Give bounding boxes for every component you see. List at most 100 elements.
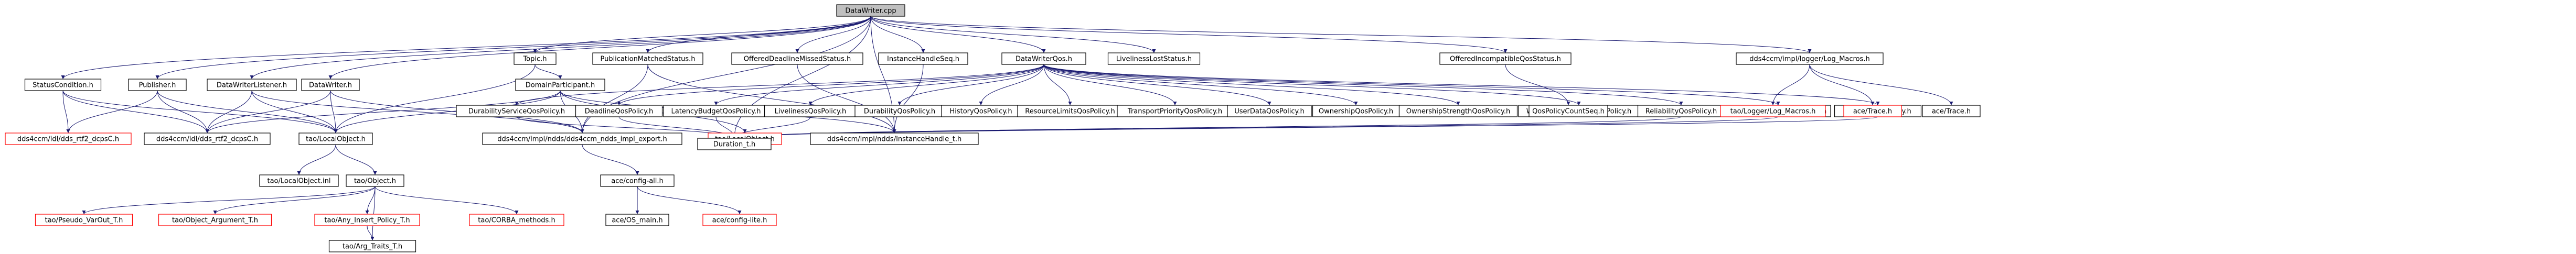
node-label: tao/Any_Insert_Policy_T.h [324, 217, 410, 225]
node-label: ace/config-all.h [611, 178, 664, 185]
node-QosPolicyCountSeq[interactable]: QosPolicyCountSeq.h [1529, 105, 1608, 117]
node-box [1398, 105, 1518, 117]
node-Deadline[interactable]: DeadlineQosPolicy.h [575, 105, 663, 117]
node-label: DeadlineQosPolicy.h [585, 108, 654, 116]
node-AceConfigLite[interactable]: ace/config-lite.h [702, 214, 777, 226]
edge-DataWriterQos-to-OwnershipStrength [1043, 64, 1460, 106]
node-box [1227, 105, 1312, 117]
edge-DataWriterQos-to-UserData [1043, 64, 1271, 106]
node-TransportPriority[interactable]: TransportPriorityQosPolicy.h [1117, 105, 1233, 117]
node-label: Topic.h [522, 56, 547, 63]
node-label: tao/LocalObject.inl [267, 178, 330, 185]
node-label: tao/Object_Argument_T.h [172, 217, 258, 225]
node-AnyInsert[interactable]: tao/Any_Insert_Policy_T.h [314, 214, 420, 226]
node-UserData[interactable]: UserDataQosPolicy.h [1227, 105, 1312, 117]
node-label: tao/Object.h [354, 178, 396, 185]
node-StatusCondition[interactable]: StatusCondition.h [24, 79, 102, 91]
edge-AceConfigAll-to-AceConfigLite [637, 186, 742, 215]
node-Durability[interactable]: DurabilityQosPolicy.h [854, 105, 945, 117]
node-TopicH[interactable]: Topic.h [514, 52, 557, 65]
node-DomainParticipant[interactable]: DomainParticipant.h [515, 79, 605, 91]
node-PubMatched[interactable]: PublicationMatchedStatus.h [592, 52, 703, 65]
node-ObjArgument[interactable]: tao/Object_Argument_T.h [158, 214, 272, 226]
node-AceConfigAll[interactable]: ace/config-all.h [600, 174, 675, 187]
node-label: OwnershipStrengthQosPolicy.h [1406, 108, 1510, 116]
node-DataWriterListener[interactable]: DataWriterListener.h [207, 79, 297, 91]
node-box [1529, 105, 1608, 117]
edge-ObjectH-to-ArgTraits [370, 186, 376, 241]
node-Ownership[interactable]: OwnershipQosPolicy.h [1312, 105, 1400, 117]
edge-DataWriterQos-to-Liveliness [808, 64, 1044, 106]
node-OwnershipStrength[interactable]: OwnershipStrengthQosPolicy.h [1398, 105, 1518, 117]
edge-root-to-OfferedDeadline [795, 16, 871, 53]
edge-PubMatched-to-ndds_export [580, 64, 648, 134]
node-box [515, 79, 605, 91]
node-label: LivelinessLostStatus.h [1116, 56, 1192, 63]
node-ObjectH[interactable]: tao/Object.h [346, 174, 404, 187]
node-PseudoVarOut[interactable]: tao/Pseudo_VarOut_T.h [35, 214, 133, 226]
node-box [731, 52, 863, 65]
node-label: tao/Pseudo_VarOut_T.h [45, 217, 123, 225]
node-AceTrace2[interactable]: ace/Trace.h [1922, 105, 1981, 117]
node-box [298, 132, 373, 145]
node-dcps_dir[interactable]: dds4ccm/idl/dds_rtf2_dcpsC.h [144, 132, 271, 145]
node-dcps_stub[interactable]: dds4ccm/idl/dds_rtf2_dcpsC.h [5, 132, 132, 145]
node-LocalObject[interactable]: tao/LocalObject.h [298, 132, 373, 145]
node-Duration[interactable]: Duration_t.h [697, 138, 772, 150]
node-box [600, 174, 675, 187]
node-box [35, 214, 133, 226]
node-box [1439, 52, 1572, 65]
node-box [697, 138, 772, 150]
edge-InstanceHandleSeq-to-InstanceHandle [892, 64, 924, 134]
node-TaoLogger[interactable]: tao/Logger/Log_Macros.h [1720, 105, 1826, 117]
node-label: OfferedDeadlineMissedStatus.h [744, 56, 851, 63]
node-DataWriterQos[interactable]: DataWriterQos.h [1001, 52, 1086, 65]
node-AceOSmain[interactable]: ace/OS_main.h [605, 214, 669, 226]
edge-TopicH-to-DomainParticipant [535, 64, 562, 80]
node-box [1720, 105, 1826, 117]
edge-DataWriterQos-to-DestinationOrder [1043, 64, 1780, 106]
node-LivelinessLost[interactable]: LivelinessLostStatus.h [1107, 52, 1201, 65]
node-Liveliness[interactable]: LivelinessQosPolicy.h [764, 105, 857, 117]
node-History[interactable]: HistoryQosPolicy.h [941, 105, 1021, 117]
node-DataWriterH[interactable]: DataWriter.h [301, 79, 360, 91]
node-LoggerMacros[interactable]: dds4ccm/impl/logger/Log_Macros.h [1736, 52, 1884, 65]
edge-root-to-TopicH [533, 16, 871, 53]
node-LatencyBudget[interactable]: LatencyBudgetQosPolicy.h [663, 105, 769, 117]
node-box [575, 105, 663, 117]
node-LocalObjectInl[interactable]: tao/LocalObject.inl [259, 174, 339, 187]
node-box [1736, 52, 1884, 65]
node-box [1001, 52, 1086, 65]
node-Reliability[interactable]: ReliabilityQosPolicy.h [1637, 105, 1725, 117]
node-ArgTraits[interactable]: tao/Arg_Traits_T.h [328, 240, 416, 252]
node-ndds_export[interactable]: dds4ccm/impl/ndds/dds4ccm_ndds_impl_expo… [482, 132, 682, 145]
edge-ObjectH-to-ObjArgument [213, 186, 376, 215]
node-CorbaMethods[interactable]: tao/CORBA_methods.h [469, 214, 564, 226]
edge-LoggerMacros-to-AceTrace2 [1809, 64, 1953, 106]
node-ResourceLimits[interactable]: ResourceLimitsQosPolicy.h [1017, 105, 1123, 117]
edge-root-to-InstanceHandleSeq [870, 16, 925, 53]
node-root[interactable]: DataWriter.cpp [836, 4, 905, 17]
node-label: ReliabilityQosPolicy.h [1645, 108, 1717, 116]
node-label: DataWriterQos.h [1016, 56, 1072, 63]
node-box [605, 214, 669, 226]
node-Publisher[interactable]: Publisher.h [128, 79, 187, 91]
edge-LoggerMacros-to-TaoLogger [1771, 64, 1810, 106]
node-box [1843, 105, 1902, 117]
edge-Publisher-to-LocalObject [157, 90, 338, 134]
edge-LoggerMacros-to-AceTrace [1809, 64, 1875, 106]
node-box [328, 240, 416, 252]
node-InstanceHandle[interactable]: dds4ccm/impl/ndds/InstanceHandle_t.h [810, 132, 979, 145]
node-DurabilityService[interactable]: DurabilityServiceQosPolicy.h [456, 105, 578, 117]
edge-OfferedDeadline-to-InstanceHandle [797, 64, 896, 134]
node-AceTrace[interactable]: ace/Trace.h [1843, 105, 1902, 117]
edge-DataWriterQos-to-LatencyBudget [714, 64, 1044, 106]
edge-Publisher-to-dcps_stub [66, 90, 158, 134]
node-OfferedIncompat[interactable]: OfferedIncompatibleQosStatus.h [1439, 52, 1572, 65]
edge-root-to-DataWriterH [328, 16, 871, 80]
node-OfferedDeadline[interactable]: OfferedDeadlineMissedStatus.h [731, 52, 863, 65]
edge-StatusCondition-to-dcps_stub [62, 90, 70, 134]
node-box [1107, 52, 1201, 65]
node-InstanceHandleSeq[interactable]: InstanceHandleSeq.h [878, 52, 968, 65]
